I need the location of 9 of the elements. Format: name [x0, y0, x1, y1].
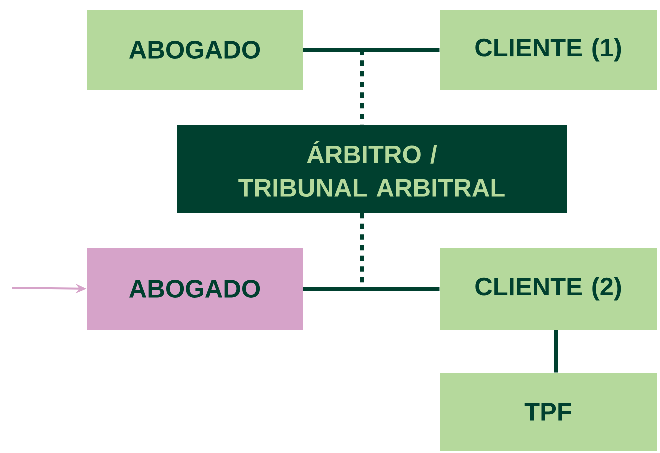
connector-line — [303, 48, 440, 52]
label-box: ABOGADO — [87, 10, 303, 90]
connector-line — [303, 287, 440, 291]
highlighted-box: ABOGADO — [87, 248, 303, 330]
label-box: TPF — [440, 373, 657, 451]
label-box: CLIENTE (2) — [440, 248, 657, 330]
arbitrator-box: ÁRBITRO / TRIBUNAL ARBITRAL — [177, 125, 567, 213]
connector-line — [554, 330, 558, 373]
label-box: CLIENTE (1) — [440, 10, 657, 90]
